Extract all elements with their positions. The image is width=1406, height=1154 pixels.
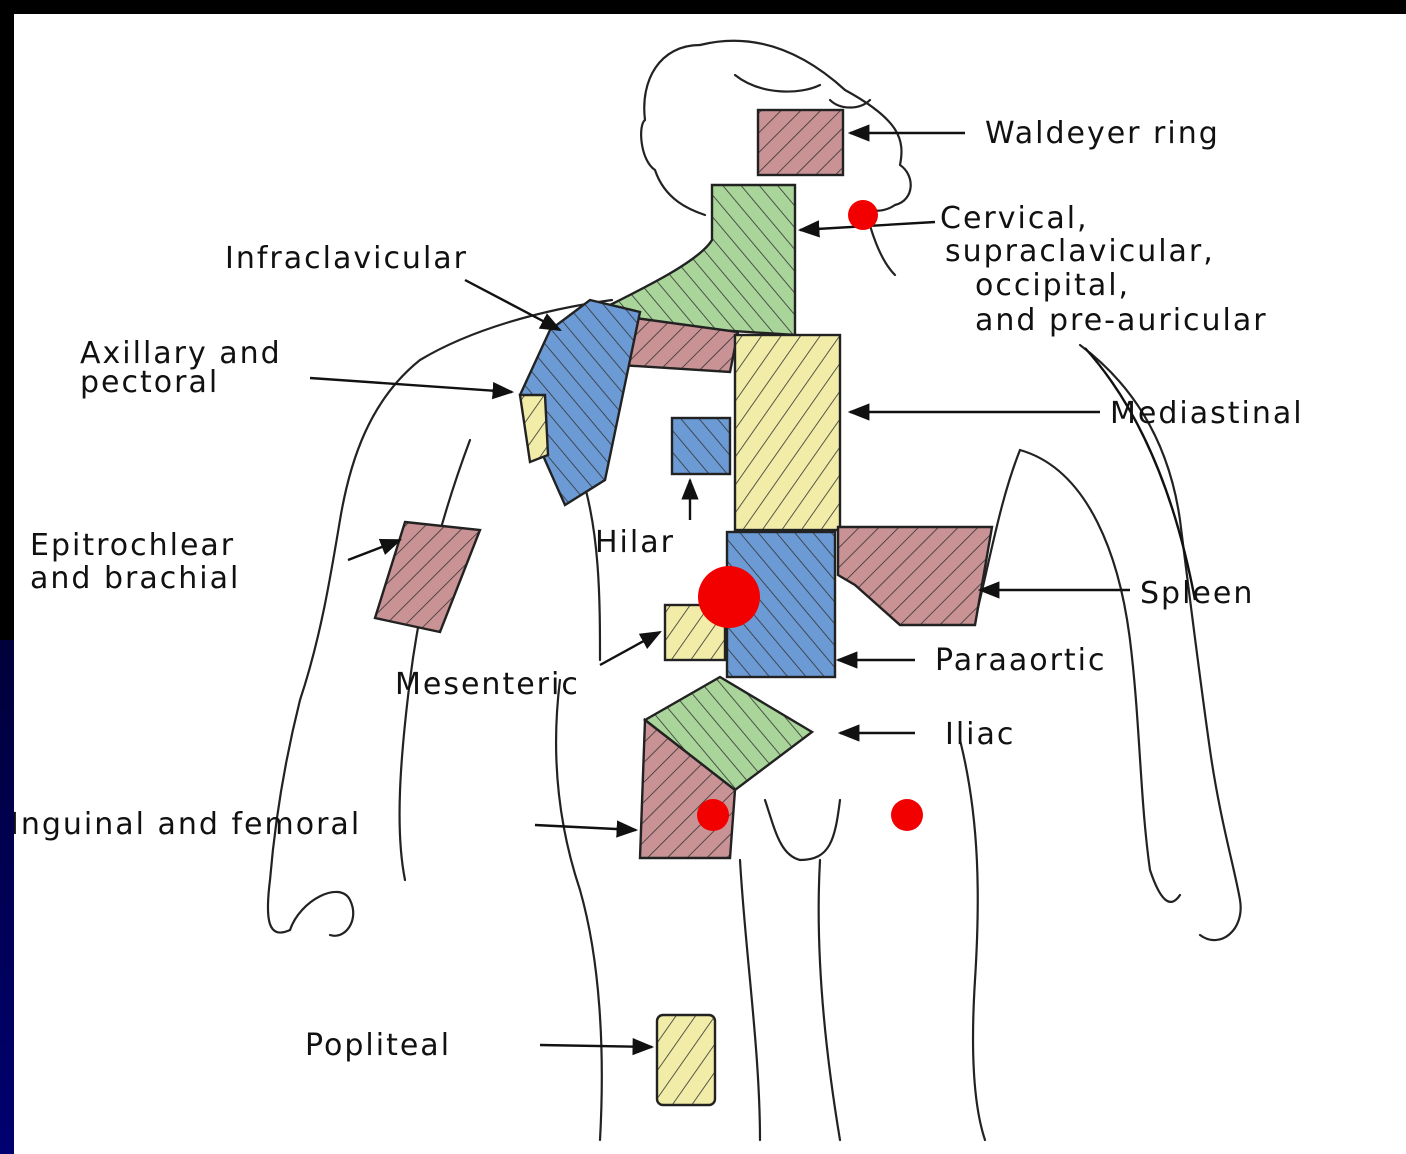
infraclavicular-arrow bbox=[465, 280, 560, 330]
cervical-label-line2: supraclavicular, bbox=[945, 234, 1215, 269]
mediastinal-label: Mediastinal bbox=[1110, 396, 1304, 431]
axillary-label-line2: pectoral bbox=[80, 365, 219, 400]
inguinal-arrow bbox=[535, 825, 636, 830]
cervical-marker bbox=[848, 200, 878, 230]
hilar-region bbox=[672, 418, 730, 474]
popliteal-arrow bbox=[540, 1045, 652, 1047]
lymph-node-diagram: Waldeyer ring Cervical, supraclavicular,… bbox=[14, 14, 1406, 1154]
popliteal-region bbox=[657, 1015, 715, 1105]
epitrochlear-label-line2: and brachial bbox=[30, 561, 240, 596]
epitrochlear-label-line1: Epitrochlear bbox=[30, 528, 235, 563]
inguinal-label: Inguinal and femoral bbox=[14, 807, 361, 842]
paraaortic-label: Paraaortic bbox=[935, 643, 1107, 678]
infraclavicular-label: Infraclavicular bbox=[225, 241, 468, 276]
epitrochlear-arrow bbox=[348, 540, 400, 560]
pre-auricular-leader bbox=[1085, 348, 1195, 600]
mesenteric-arrow bbox=[600, 632, 660, 665]
mesenteric-label: Mesenteric bbox=[395, 667, 580, 702]
cervical-label-line4: and pre-auricular bbox=[975, 303, 1268, 338]
diagram-canvas: Waldeyer ring Cervical, supraclavicular,… bbox=[14, 14, 1406, 1154]
pectoral-region bbox=[520, 395, 548, 462]
spleen-region bbox=[838, 527, 992, 625]
epitrochlear-region bbox=[375, 522, 480, 632]
cervical-label-line3: occipital, bbox=[975, 268, 1130, 303]
iliac-label: Iliac bbox=[945, 717, 1015, 752]
spleen-label: Spleen bbox=[1140, 576, 1254, 611]
waldeyer-ring-region bbox=[758, 110, 843, 175]
left-inguinal-marker bbox=[697, 799, 729, 831]
paraaortic-marker bbox=[698, 566, 760, 628]
waldeyer-label: Waldeyer ring bbox=[985, 116, 1220, 151]
cervical-label-line1: Cervical, bbox=[940, 201, 1089, 236]
mediastinal-region bbox=[735, 335, 840, 530]
hilar-label: Hilar bbox=[595, 525, 675, 560]
right-inguinal-marker bbox=[891, 799, 923, 831]
popliteal-label: Popliteal bbox=[305, 1028, 451, 1063]
axillary-arrow bbox=[310, 378, 512, 392]
slide-edge-strip bbox=[0, 640, 14, 1154]
